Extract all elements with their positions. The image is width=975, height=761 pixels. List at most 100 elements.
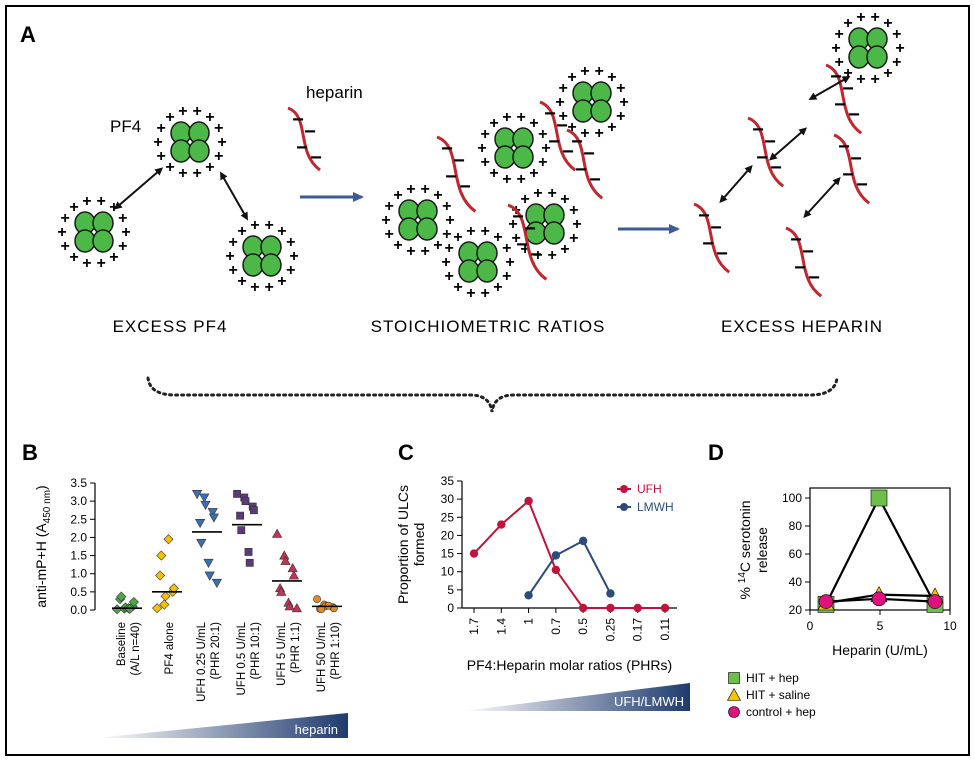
heparin-chain: −−−− (693, 202, 731, 274)
positive-charge: + (843, 15, 852, 32)
data-point (728, 672, 740, 684)
positive-charge: + (856, 9, 865, 26)
positive-charge: + (480, 126, 489, 143)
data-point (633, 603, 642, 613)
pf4-subunit (866, 45, 888, 69)
positive-charge: + (541, 140, 550, 157)
positive-charge: + (442, 198, 451, 215)
data-point (208, 513, 220, 523)
pf4-subunit (476, 259, 498, 283)
data-point (155, 570, 166, 581)
negative-charge: − (834, 94, 846, 116)
positive-charge: + (480, 223, 489, 240)
double-arrow (719, 164, 753, 204)
data-point (660, 603, 670, 613)
heparin-chain: −−−− (507, 203, 548, 281)
data-point (288, 570, 300, 580)
positive-charge: + (289, 248, 298, 265)
pf4-subunit (543, 221, 565, 245)
pf4-tetramer: ++++++++++++++ (57, 193, 130, 272)
data-point (271, 528, 283, 538)
positive-charge: + (834, 54, 843, 71)
positive-charge: + (616, 108, 625, 125)
negative-charge: − (838, 136, 850, 158)
positive-charge: + (560, 241, 569, 258)
positive-charge: + (547, 247, 556, 264)
positive-charge: + (493, 229, 502, 246)
pf4-tetramer: ++++++++++++++ (441, 223, 514, 302)
y-tick-label: 100 (782, 491, 802, 505)
x-tick-label: 1.4 (494, 618, 508, 635)
positive-charge: + (883, 65, 892, 82)
positive-charge: + (96, 193, 105, 210)
data-point (236, 511, 244, 520)
x-tick-label: 5 (877, 619, 884, 633)
data-point (287, 563, 298, 573)
positive-charge: + (228, 262, 237, 279)
negative-charge: − (575, 159, 587, 181)
positive-charge: + (538, 126, 547, 143)
data-point (244, 548, 253, 556)
category-points (271, 528, 303, 613)
panel-b-points (112, 489, 342, 615)
data-point (313, 595, 321, 604)
negative-charge: − (544, 103, 556, 125)
data-point (870, 489, 888, 507)
positive-charge: + (444, 240, 453, 257)
positive-charge: + (502, 268, 511, 285)
negative-charge: − (562, 141, 574, 163)
positive-charge: + (406, 243, 415, 260)
positive-charge: + (69, 249, 78, 266)
data-point (160, 591, 171, 602)
positive-charge: + (420, 243, 429, 260)
positive-charge: + (558, 80, 567, 97)
positive-charge: + (895, 40, 904, 57)
positive-charge: + (567, 69, 576, 86)
category-label: UFH 0.5 U/mL(PHR 10:1) (236, 621, 262, 695)
positive-charge: + (264, 279, 273, 296)
y-tick-label: 5 (447, 583, 454, 597)
positive-charge: + (619, 94, 628, 111)
positive-charge: + (96, 255, 105, 272)
positive-charge: + (393, 187, 402, 204)
data-point (191, 489, 203, 500)
positive-charge: + (433, 237, 442, 254)
data-point (168, 583, 179, 594)
positive-charge: + (453, 229, 462, 246)
x-tick-label: 1.7 (467, 618, 481, 635)
x-tick-label: 1 (522, 618, 536, 625)
data-point (469, 549, 479, 558)
panel-c-gradient (462, 683, 690, 711)
data-point (200, 500, 211, 510)
positive-charge: + (205, 159, 214, 176)
positive-charge: + (82, 255, 91, 272)
positive-charge: + (511, 230, 520, 247)
panel-a: A PF4 heparin ++++++++++++++++++++++++++… (20, 9, 905, 413)
pf4-tetramer: ++++++++++++++ (477, 109, 550, 188)
negative-charge: − (524, 218, 536, 240)
data-point (241, 497, 250, 506)
positive-charge: + (843, 65, 852, 82)
panel-a-arrows (113, 76, 851, 234)
positive-charge: + (555, 94, 564, 111)
negative-charge: − (516, 234, 528, 256)
y-tick-label: 0.0 (70, 603, 87, 617)
data-point (203, 558, 214, 569)
series-line (527, 539, 612, 596)
positive-charge: + (445, 212, 454, 229)
double-arrow (113, 167, 164, 210)
negative-charge: − (589, 169, 601, 191)
panel-a-letter: A (20, 22, 36, 47)
data-point (728, 706, 740, 718)
positive-charge: + (538, 154, 547, 171)
positive-charge: + (502, 109, 511, 126)
category-points (191, 489, 223, 588)
positive-charge: + (228, 234, 237, 251)
data-point (497, 520, 506, 529)
data-point (156, 550, 167, 561)
series-line (825, 495, 936, 605)
